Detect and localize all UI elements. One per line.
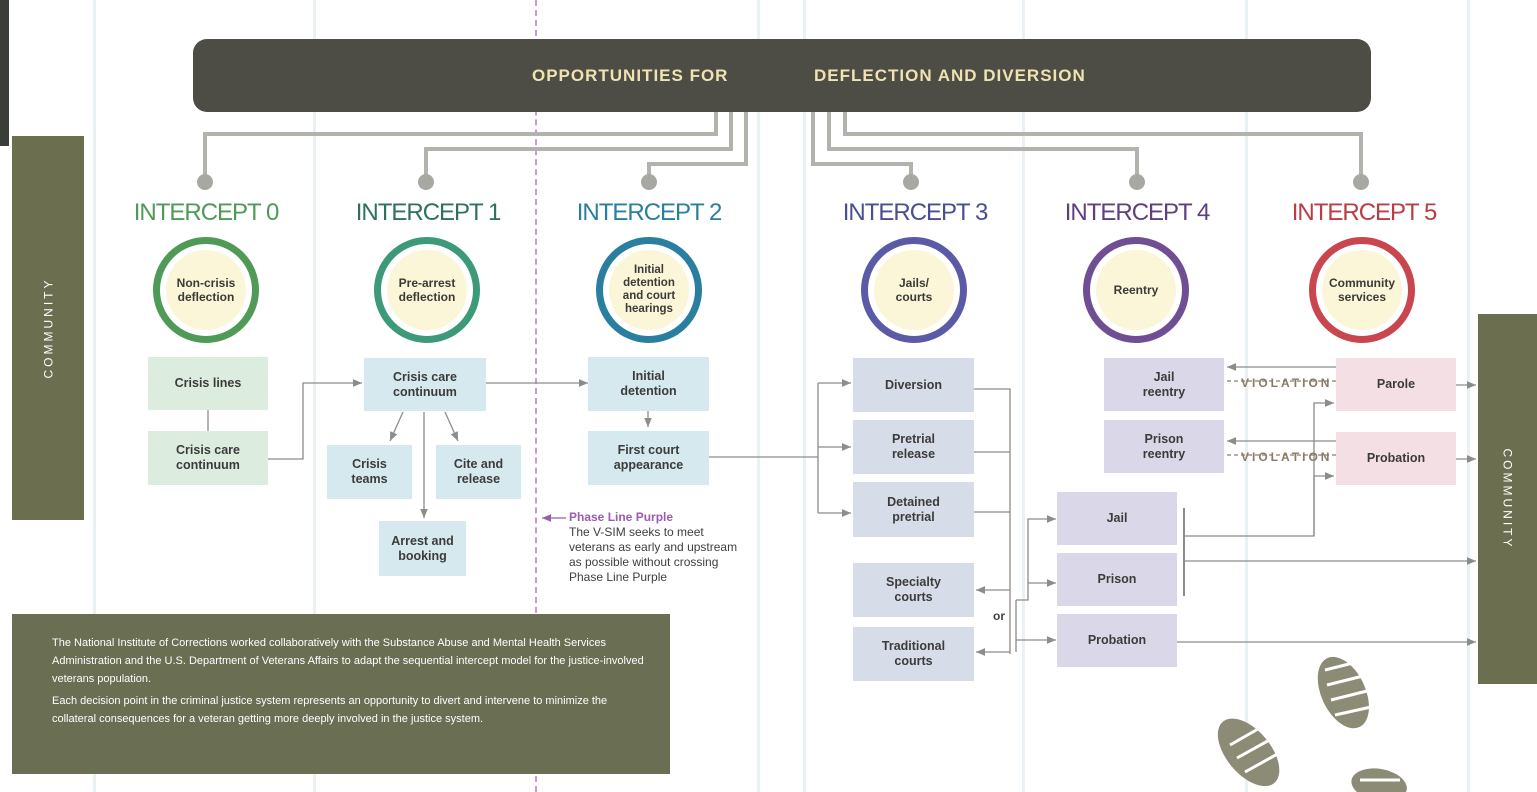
info-panel: The National Institute of Corrections wo… [12, 614, 670, 774]
crisis-care-continuum-0-box: Crisis care continuum [148, 431, 268, 485]
intercept-3-circle-label: Jails/ courts [874, 250, 954, 330]
intercept-0-title: INTERCEPT 0 [133, 199, 280, 226]
crisis-teams-box: Crisis teams [327, 445, 412, 499]
probation-supervision-box: Probation [1336, 432, 1456, 485]
footprints-icon [1217, 656, 1407, 792]
opportunities-banner: OPPORTUNITIES FOR DEFLECTION AND DIVERSI… [193, 39, 1371, 112]
phase-line-note: Phase Line Purple The V-SIM seeks to mee… [569, 510, 749, 585]
intercept-1-title: INTERCEPT 1 [355, 199, 502, 226]
intercept-4-circle-label: Reentry [1096, 250, 1176, 330]
jail-reentry-box: Jail reentry [1104, 358, 1224, 411]
background-stripe [93, 0, 96, 792]
background-stripe [803, 0, 806, 792]
background-stripe [313, 0, 316, 792]
cite-and-release-box: Cite and release [436, 445, 521, 499]
detained-pretrial-box: Detained pretrial [853, 482, 974, 537]
specialty-courts-box: Specialty courts [853, 563, 974, 617]
community-label-right: COMMUNITY [1500, 448, 1515, 550]
pretrial-release-box: Pretrial release [853, 420, 974, 474]
intercept-2-title: INTERCEPT 2 [576, 199, 723, 226]
or-label: or [993, 609, 1005, 623]
first-court-appearance-box: First court appearance [588, 431, 709, 485]
intercept-4-circle: Reentry [1083, 237, 1189, 343]
intercept-3-title: INTERCEPT 3 [842, 199, 989, 226]
traditional-courts-box: Traditional courts [853, 627, 974, 681]
prison-reentry-box: Prison reentry [1104, 420, 1224, 473]
background-stripe [1245, 0, 1248, 792]
diversion-box: Diversion [853, 358, 974, 412]
background-stripe [1467, 0, 1470, 792]
intercept-2-circle: Initial detention and court hearings [596, 237, 702, 343]
intercept-1-circle-label: Pre-arrest deflection [387, 250, 467, 330]
intercept-5-circle: Community services [1309, 237, 1415, 343]
crisis-lines-box: Crisis lines [148, 357, 268, 410]
parole-box: Parole [1336, 358, 1456, 411]
intercept-4-title: INTERCEPT 4 [1064, 199, 1211, 226]
intercept-5-circle-label: Community services [1322, 250, 1402, 330]
violation-label-parole: VIOLATION [1241, 376, 1333, 390]
community-band-left: COMMUNITY [12, 136, 84, 520]
jail-box: Jail [1057, 492, 1177, 545]
phase-line-text: The V-SIM seeks to meet veterans as earl… [569, 525, 738, 584]
intercept-3-circle: Jails/ courts [861, 237, 967, 343]
banner-title-left: OPPORTUNITIES FOR [532, 66, 729, 85]
arrest-and-booking-box: Arrest and booking [379, 521, 466, 576]
window-edge [0, 0, 9, 146]
intercept-0-circle-label: Non-crisis deflection [166, 250, 246, 330]
info-paragraph-1: The National Institute of Corrections wo… [52, 637, 644, 685]
intercept-1-circle: Pre-arrest deflection [374, 237, 480, 343]
background-stripe [1022, 0, 1025, 792]
violation-label-probation: VIOLATION [1241, 450, 1333, 464]
community-band-right: COMMUNITY [1478, 314, 1537, 684]
initial-detention-box: Initial detention [588, 357, 709, 411]
intercept-5-title: INTERCEPT 5 [1291, 199, 1438, 226]
crisis-care-continuum-1-box: Crisis care continuum [364, 358, 486, 411]
prison-box: Prison [1057, 553, 1177, 606]
probation-sentence-box: Probation [1057, 614, 1177, 667]
banner-title-right: DEFLECTION AND DIVERSION [814, 66, 1086, 85]
phase-line-purple [535, 0, 537, 792]
community-label-left: COMMUNITY [41, 277, 55, 379]
info-paragraph-2: Each decision point in the criminal just… [52, 695, 608, 725]
intercept-0-circle: Non-crisis deflection [153, 237, 259, 343]
phase-line-title: Phase Line Purple [569, 510, 674, 524]
intercept-2-circle-label: Initial detention and court hearings [609, 250, 689, 330]
background-stripe [757, 0, 760, 792]
